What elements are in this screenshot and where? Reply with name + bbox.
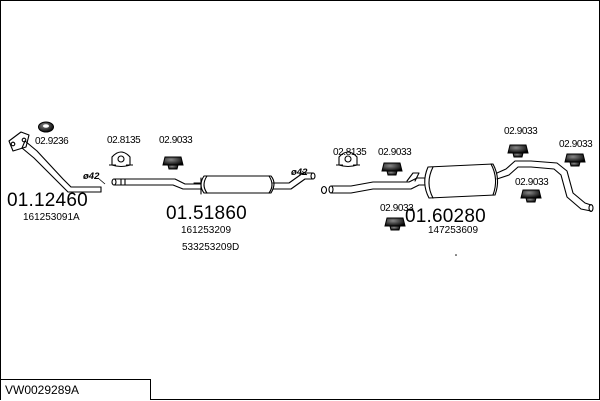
hardware-label: 02.9033 (380, 203, 414, 214)
rubber-hanger-icon[interactable] (381, 162, 403, 176)
rubber-hanger-icon[interactable] (564, 153, 586, 167)
diagram-reference-code: VW0029289A (5, 383, 80, 397)
hardware-label: 02.9033 (159, 135, 193, 146)
exhaust-gasket-icon[interactable] (38, 121, 54, 133)
rear-pipe[interactable] (328, 172, 420, 194)
oe-number: 147253609 (428, 225, 479, 236)
pipe-connector[interactable] (320, 185, 328, 195)
pipe-diameter-label: ø42 (83, 171, 100, 182)
rubber-hanger-icon[interactable] (162, 156, 184, 170)
hardware-label: 02.8135 (107, 135, 141, 146)
diameter-leaders (97, 170, 308, 185)
hardware-label: 02.9033 (515, 177, 549, 188)
oe-number: 161253209 (181, 225, 232, 236)
hardware-label: 02.9236 (35, 136, 69, 147)
intermediate-pipe[interactable] (111, 178, 202, 190)
front-downpipe[interactable] (8, 131, 102, 193)
part-number-rear-silencer[interactable]: 01.60280 (405, 206, 486, 227)
exhaust-clamp-icon[interactable] (336, 151, 360, 168)
rubber-hanger-icon[interactable] (507, 144, 529, 158)
part-number-front-pipe[interactable]: 01.12460 (7, 190, 88, 211)
pipe-diameter-label: ø42 (291, 167, 308, 178)
rubber-hanger-icon[interactable] (384, 217, 406, 231)
reference-box: VW0029289A (1, 379, 151, 400)
rubber-hanger-icon[interactable] (520, 189, 542, 203)
hardware-label: 02.8135 (333, 147, 367, 158)
exhaust-clamp-icon[interactable] (109, 151, 133, 168)
hardware-label: 02.9033 (559, 139, 593, 150)
centre-silencer[interactable] (193, 172, 316, 195)
part-number-centre-silencer[interactable]: 01.51860 (166, 203, 247, 224)
hardware-label: 02.9033 (378, 147, 412, 158)
dot-marker (455, 254, 457, 256)
oe-number: 533253209D (182, 242, 240, 253)
oe-number: 161253091A (23, 212, 80, 223)
rear-silencer[interactable] (416, 160, 594, 213)
hardware-label: 02.9033 (504, 126, 538, 137)
